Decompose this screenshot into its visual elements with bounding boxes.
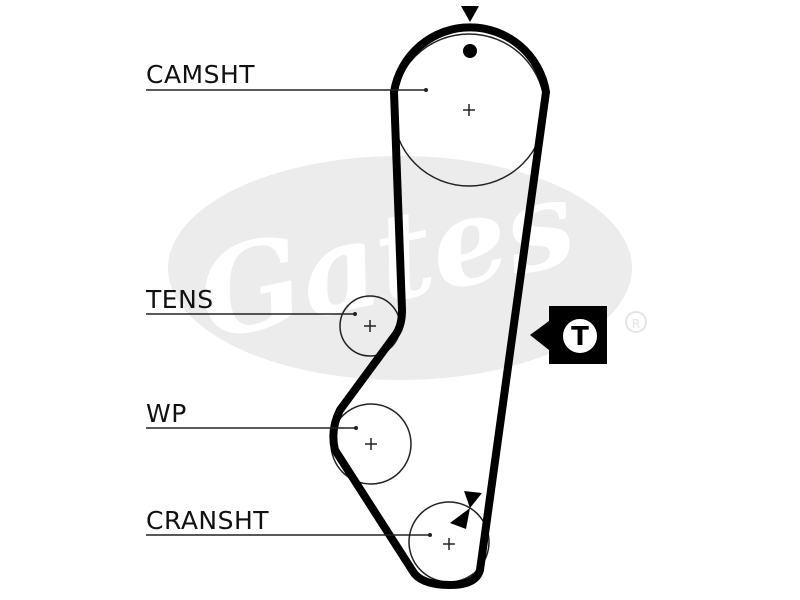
tension-badge: T [549,306,607,364]
camshaft-label: CAMSHT [146,60,256,89]
label-leader-lines [146,89,430,536]
tension-indicator-arrow [530,321,549,350]
camshaft-timing-dot [463,44,477,58]
timing-belt [329,23,550,589]
leader-end-dots [353,88,432,537]
svg-text:R: R [632,317,640,331]
crankshaft-timing-mark [450,491,482,529]
camshaft-timing-arrow [461,6,479,22]
pulley-center-marks [364,104,475,550]
crankshaft-label: CRANSHT [146,506,270,535]
tensioner-label: TENS [146,285,214,314]
tension-badge-letter: T [571,322,589,352]
water-pump-label: WP [146,399,187,428]
tension-badge-circle [560,316,600,356]
